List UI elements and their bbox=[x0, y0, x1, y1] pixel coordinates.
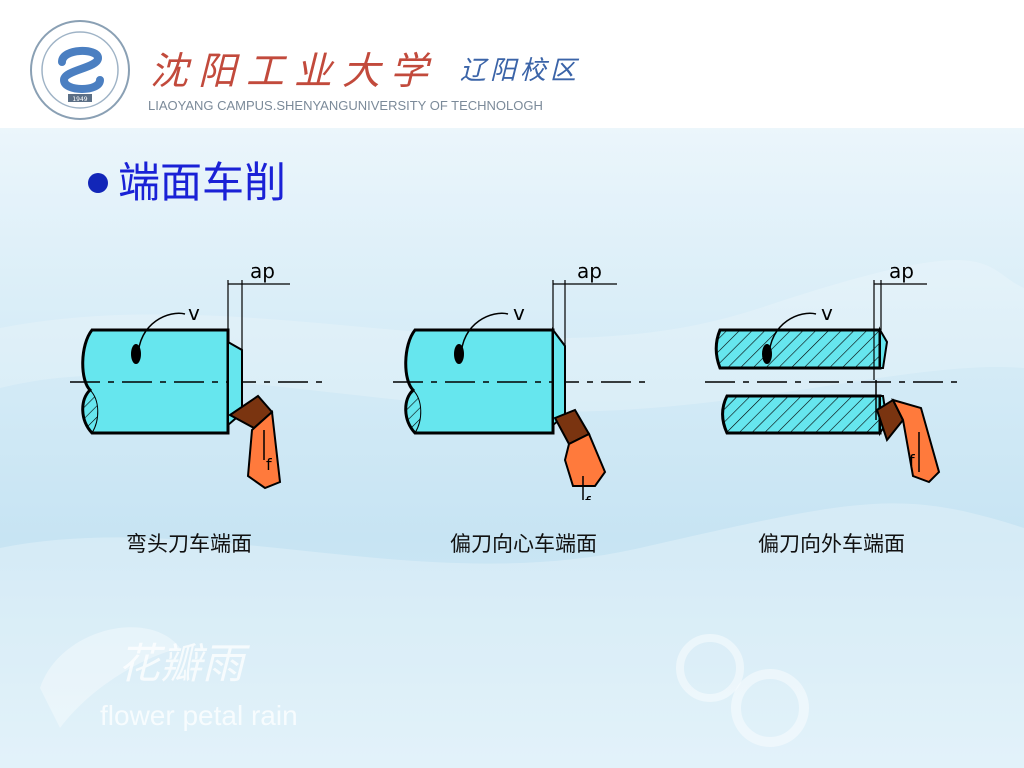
velocity-label: v bbox=[513, 301, 525, 325]
university-name-cn: 沈阳工业大学 bbox=[150, 49, 439, 93]
caption-offset-tool-outward: 偏刀向外车端面 bbox=[758, 532, 905, 556]
university-name-en: LIAOYANG CAMPUS.SHENYANGUNIVERSITY OF TE… bbox=[148, 98, 543, 113]
depth-of-cut-label: ap bbox=[577, 259, 602, 283]
velocity-label: v bbox=[188, 301, 200, 325]
depth-of-cut-label: ap bbox=[889, 259, 914, 283]
velocity-label: v bbox=[821, 301, 833, 325]
diagram-bent-tool: f v ap bbox=[70, 259, 322, 490]
caption-offset-tool-inward: 偏刀向心车端面 bbox=[450, 532, 597, 556]
campus-name-cn: 辽阳校区 bbox=[460, 56, 581, 86]
title-row: 端面车削 bbox=[88, 162, 286, 204]
diagram-offset-tool-inward: f v ap bbox=[393, 259, 647, 500]
logo-year: 1949 bbox=[72, 96, 87, 103]
caption-bent-tool: 弯头刀车端面 bbox=[126, 532, 252, 556]
feed-label: f bbox=[266, 455, 272, 474]
university-logo: 1949 bbox=[30, 20, 130, 120]
diagram-offset-tool-outward: f v ap bbox=[705, 259, 957, 484]
feed-label: f bbox=[585, 493, 591, 500]
watermark-cn: 花瓣雨 bbox=[118, 639, 245, 688]
feed-label: f bbox=[909, 451, 915, 470]
watermark-en: flower petal rain bbox=[100, 700, 298, 731]
slide-title: 端面车削 bbox=[118, 158, 287, 207]
header-banner: 1949 沈阳工业大学 辽阳校区 LIAOYANG CAMPUS.SHENYAN… bbox=[0, 0, 1024, 128]
depth-of-cut-label: ap bbox=[250, 259, 275, 283]
bullet-icon bbox=[88, 173, 108, 193]
